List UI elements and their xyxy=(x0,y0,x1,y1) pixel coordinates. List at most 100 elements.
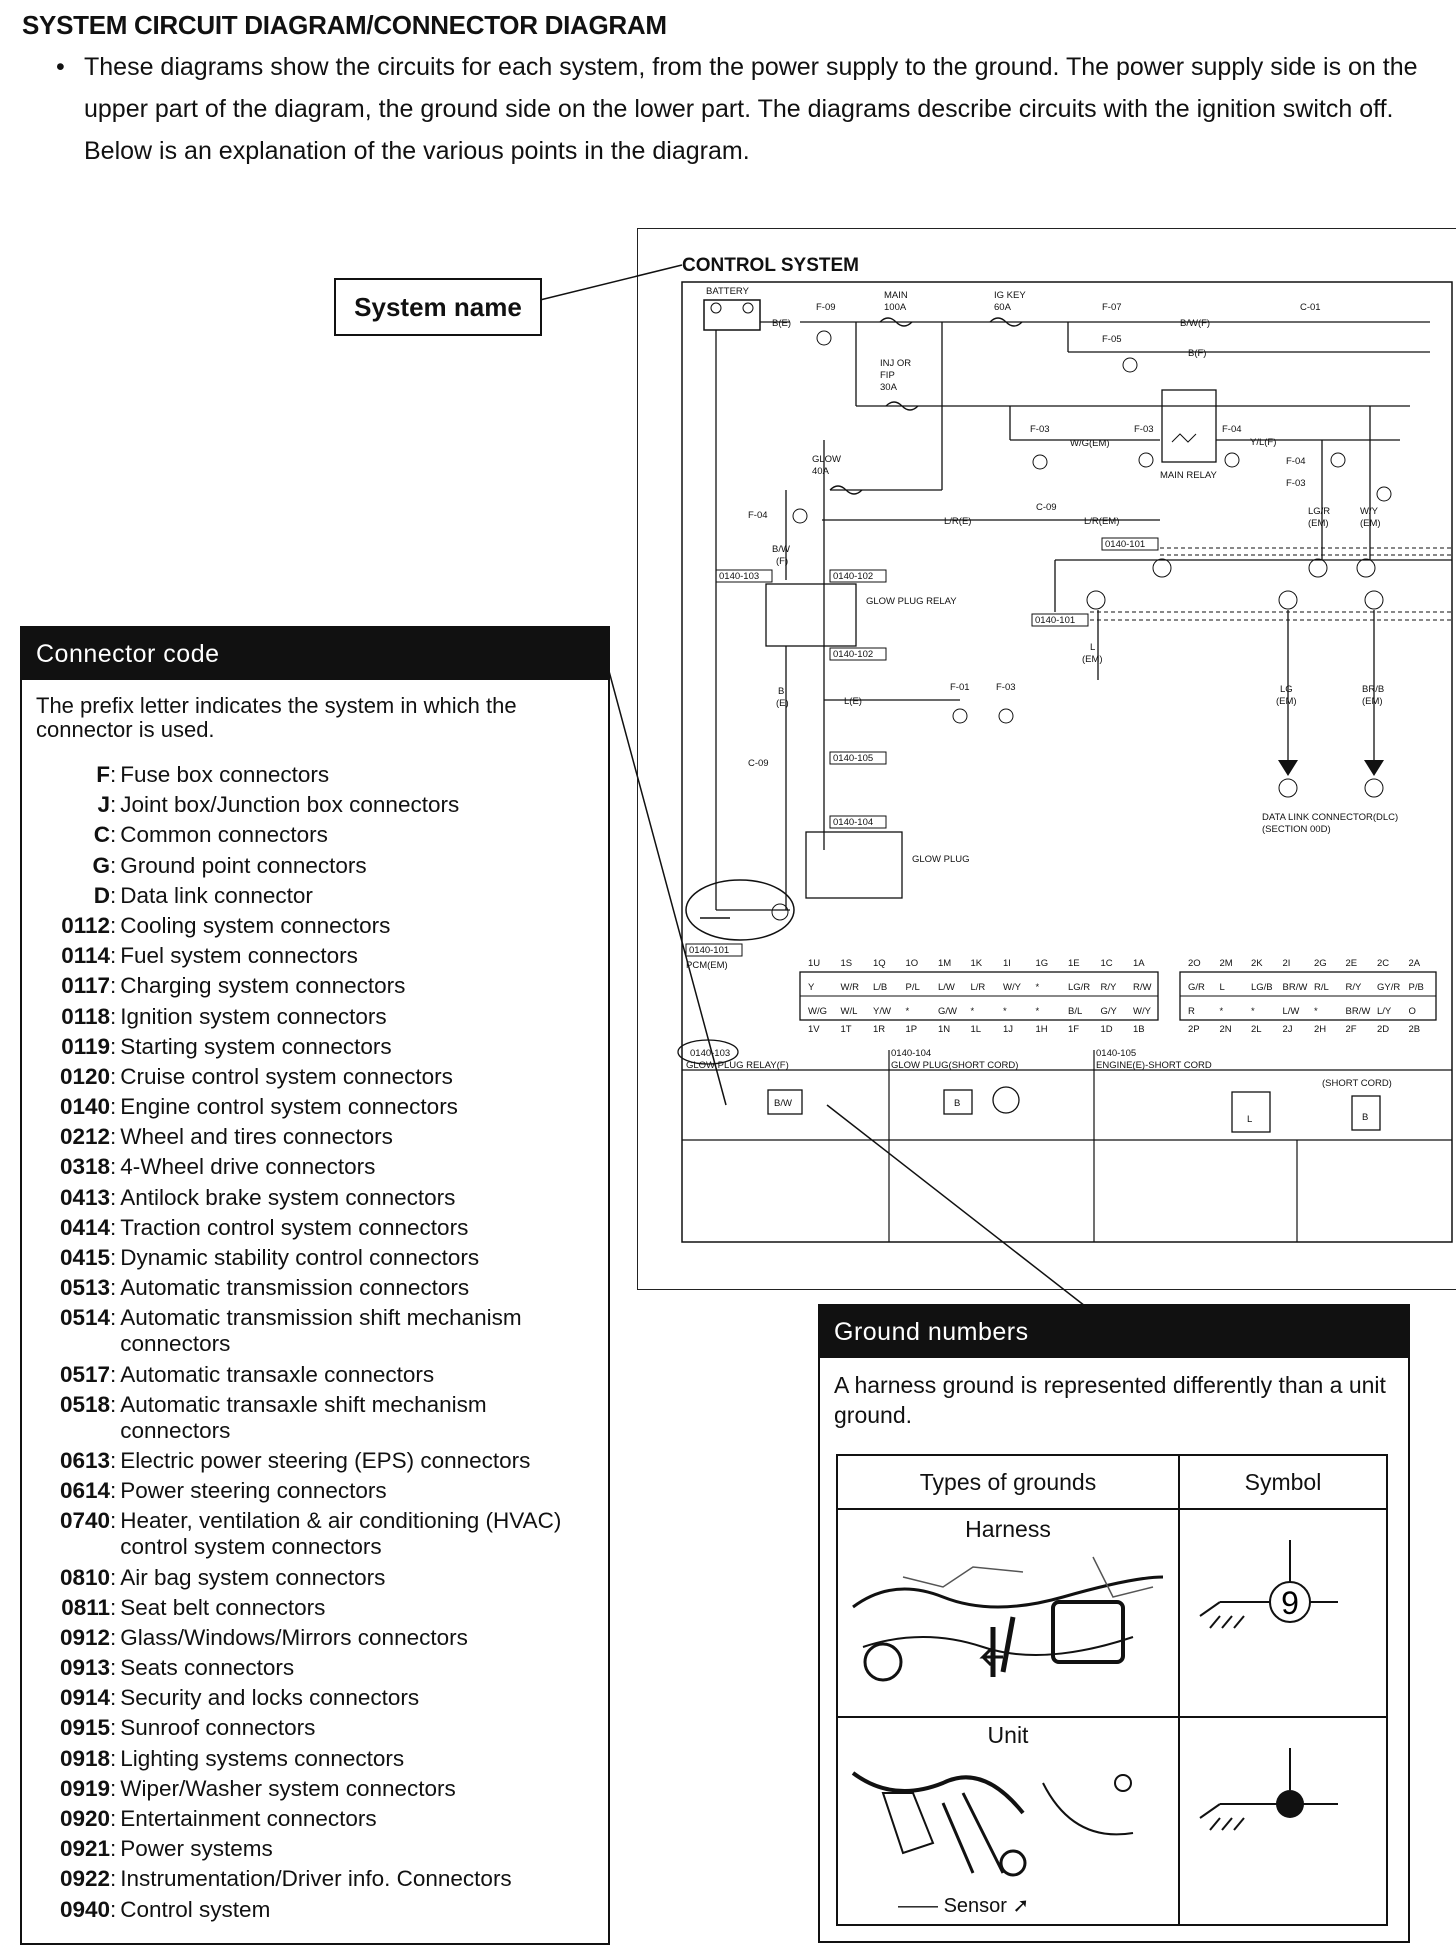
connector-code-item: 0811:Seat belt connectors xyxy=(22,1595,608,1621)
pcm-wire-color-row2: L/Y xyxy=(1377,1006,1392,1017)
connector-code-description: Seat belt connectors xyxy=(120,1594,326,1620)
connector-code-description: Glass/Windows/Mirrors connectors xyxy=(120,1624,468,1650)
connector-code-value: F xyxy=(96,762,110,787)
colon-separator: : xyxy=(110,1033,117,1059)
connector-code-description: Security and locks connectors xyxy=(120,1685,420,1711)
colon-separator: : xyxy=(110,1685,117,1711)
pcm-pin-label-top: 1U xyxy=(808,958,820,969)
colon-separator: : xyxy=(110,943,117,969)
glow-plug-relay-symbol xyxy=(765,583,857,647)
connector-code-description: Heater, ventilation & air conditioning (… xyxy=(120,1508,562,1560)
pcm-pin-label-top: 1S xyxy=(841,958,853,969)
svg-text:F-01: F-01 xyxy=(950,682,970,693)
colon-separator: : xyxy=(110,1508,117,1534)
sensor-label: —— Sensor ➚ xyxy=(898,1893,1029,1918)
colon-separator: : xyxy=(110,762,117,787)
svg-text:0140-104: 0140-104 xyxy=(833,817,873,828)
connector-code-description: Automatic transaxle shift mechanism conn… xyxy=(120,1391,487,1443)
connector-code-value: 0921 xyxy=(59,1836,110,1862)
connector-code-item: 0810:Air bag system connectors xyxy=(22,1565,608,1591)
pcm-wire-color-row1: P/B xyxy=(1409,982,1424,993)
harness-photo xyxy=(843,1547,1173,1687)
colon-separator: : xyxy=(110,1391,117,1417)
pcm-pin-label-top: 2A xyxy=(1409,958,1421,969)
pcm-wire-color-row2: * xyxy=(971,1006,975,1017)
connector-code-item: J:Joint box/Junction box connectors xyxy=(22,792,608,818)
svg-text:L/R(EM): L/R(EM) xyxy=(1084,516,1119,527)
connector-code-description: Engine control system connectors xyxy=(120,1094,458,1120)
connector-code-description: Control system xyxy=(120,1896,271,1922)
col-symbol-header: Symbol xyxy=(1178,1454,1388,1510)
colon-separator: : xyxy=(110,1775,117,1801)
svg-text:0140-104: 0140-104 xyxy=(891,1048,931,1059)
connector-code-item: 0513:Automatic transmission connectors xyxy=(22,1275,608,1301)
pcm-wire-color-row2: * xyxy=(906,1006,910,1017)
colon-separator: : xyxy=(110,1154,117,1180)
pcm-pin-label-top: 1I xyxy=(1003,958,1011,969)
colon-separator: : xyxy=(110,1447,117,1473)
pcm-pin-label-bottom: 2J xyxy=(1283,1024,1293,1035)
connector-code-description: Data link connector xyxy=(120,882,313,908)
connector-code-item: 0913:Seats connectors xyxy=(22,1655,608,1681)
intro-paragraph: These diagrams show the circuits for eac… xyxy=(84,53,1418,123)
colon-separator: : xyxy=(110,1715,117,1741)
unit-photo xyxy=(843,1753,1173,1893)
svg-text:60A: 60A xyxy=(994,302,1012,313)
pcm-pin-label-top: 1G xyxy=(1036,958,1049,969)
pcm-pin-label-bottom: 1N xyxy=(938,1024,950,1035)
colon-separator: : xyxy=(110,882,117,908)
svg-text:GLOW PLUG RELAY(F): GLOW PLUG RELAY(F) xyxy=(686,1060,789,1071)
pcm-wire-color-row1: R/L xyxy=(1314,982,1329,993)
connector-code-item: 0918:Lighting systems connectors xyxy=(22,1746,608,1772)
unit-ground-symbol xyxy=(1199,1748,1338,1831)
colon-separator: : xyxy=(110,1745,117,1771)
svg-text:(F): (F) xyxy=(776,556,788,567)
connector-code-item: 0922:Instrumentation/Driver info. Connec… xyxy=(22,1866,608,1892)
colon-separator: : xyxy=(110,852,117,878)
pcm-wire-color-row1: * xyxy=(1036,982,1040,993)
sensor-line: —— xyxy=(898,1895,938,1917)
colon-separator: : xyxy=(110,1806,117,1831)
colon-separator: : xyxy=(110,1836,117,1862)
pcm-pin-label-top: 1E xyxy=(1068,958,1080,969)
svg-text:0140-103: 0140-103 xyxy=(690,1048,730,1059)
fip-fuse-icon xyxy=(885,401,919,411)
colon-separator: : xyxy=(110,1564,117,1590)
pcm-pin-label-bottom: 2H xyxy=(1314,1024,1326,1035)
connector-code-item: 0912:Glass/Windows/Mirrors connectors xyxy=(22,1625,608,1651)
pcm-wire-color-row1: R/Y xyxy=(1346,982,1363,993)
svg-text:(E): (E) xyxy=(776,698,789,709)
connector-code-description: Electric power steering (EPS) connectors xyxy=(120,1447,531,1473)
pcm-wire-color-row2: B/L xyxy=(1068,1006,1082,1017)
unit-label: Unit xyxy=(987,1722,1029,1748)
harness-ground-symbol: 9 xyxy=(1199,1540,1338,1629)
colon-separator: : xyxy=(110,1003,117,1029)
svg-text:Y/L(F): Y/L(F) xyxy=(1250,437,1276,448)
svg-text:L(E): L(E) xyxy=(844,696,862,707)
pcm-pin-label-bottom: 1H xyxy=(1036,1024,1048,1035)
connector-code-value: 0118 xyxy=(61,1003,110,1029)
svg-text:(EM): (EM) xyxy=(1082,654,1103,665)
pcm-wire-color-row1: R/W xyxy=(1133,982,1152,993)
pcm-wire-color-row2: * xyxy=(1003,1006,1007,1017)
diagram-border xyxy=(681,281,1453,1243)
connector-code-item: 0740:Heater, ventilation & air condition… xyxy=(22,1508,608,1560)
diagram-frame xyxy=(637,228,1456,1290)
svg-text:PCM(EM): PCM(EM) xyxy=(686,960,728,971)
connector-code-description: Ignition system connectors xyxy=(120,1003,387,1029)
connector-code-item: 0613:Electric power steering (EPS) conne… xyxy=(22,1448,608,1474)
pcm-pin-label-bottom: 1L xyxy=(971,1024,982,1035)
connector-code-description: Traction control system connectors xyxy=(120,1214,469,1240)
connector-code-value: 0112 xyxy=(61,912,110,938)
connector-code-value: 0212 xyxy=(59,1124,110,1150)
connector-code-value: 0114 xyxy=(61,943,110,969)
connector-code-value: 0414 xyxy=(59,1214,110,1240)
svg-text:F-03: F-03 xyxy=(1030,424,1050,435)
connector-code-item: 0212:Wheel and tires connectors xyxy=(22,1124,608,1150)
svg-text:0140-101: 0140-101 xyxy=(689,945,729,956)
unit-cell: Unit —— Sensor ➚ xyxy=(836,1716,1180,1926)
pcm-pin-label-bottom: 1T xyxy=(841,1024,852,1035)
diagram-system-title: CONTROL SYSTEM xyxy=(682,255,859,276)
